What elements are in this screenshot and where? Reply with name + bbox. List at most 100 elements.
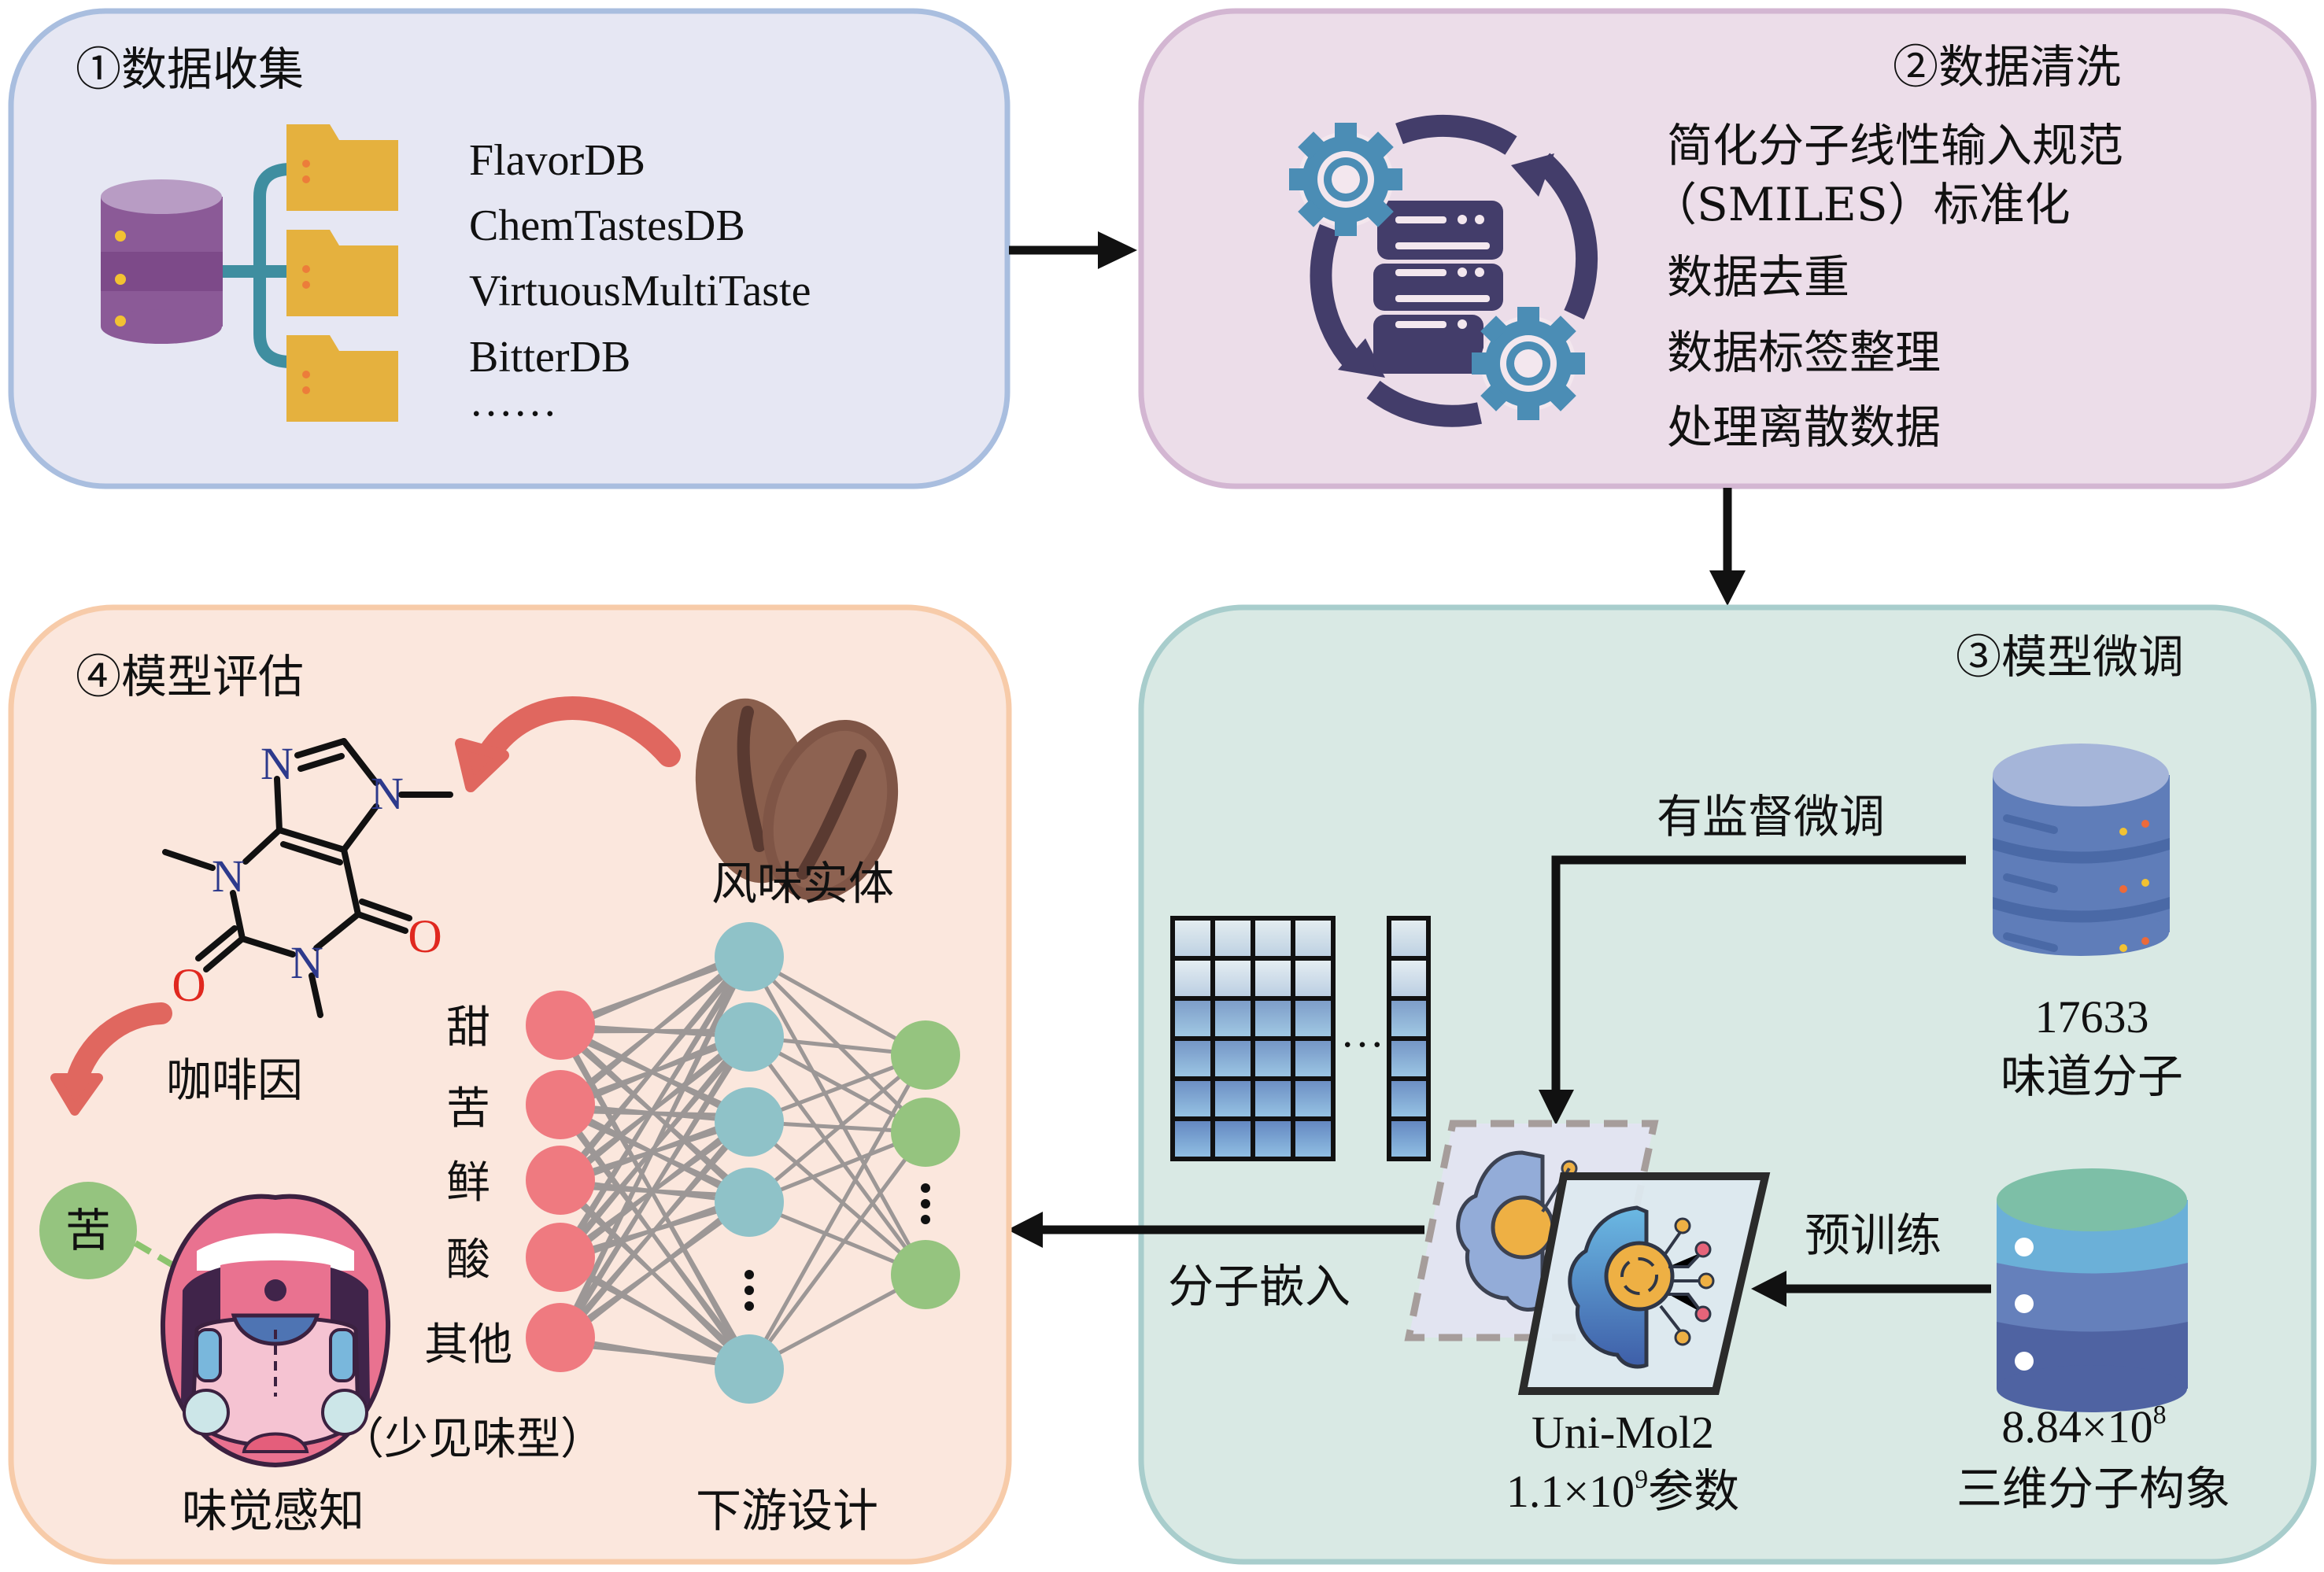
nn-edge: [559, 1114, 751, 1345]
cleaning-step-labels: 数据标签整理: [1667, 326, 1941, 379]
matrix-cell: [1170, 996, 1215, 1041]
red-arrow-icon: [50, 1002, 172, 1116]
conformer-count-exp: 8: [2153, 1400, 2167, 1430]
neural-network: [526, 922, 960, 1404]
gear-icon: [1289, 123, 1402, 236]
nn-hidden-node: [715, 1002, 784, 1072]
matrix-cell: [1251, 996, 1295, 1041]
matrix-cell: [1251, 1116, 1295, 1161]
perception-label: 味觉感知: [182, 1484, 364, 1537]
arrow-collect-to-clean: [1009, 231, 1137, 269]
atom-n2: N: [371, 768, 404, 819]
mouth-tongue-icon: [160, 1194, 391, 1468]
nn-edge: [559, 1109, 751, 1198]
matrix-cell: [1210, 916, 1255, 961]
vector-cell: [1387, 1116, 1431, 1161]
panel-evaluate-title: ④模型评估: [76, 650, 304, 703]
nn-edge: [559, 1194, 751, 1345]
matrix-cell: [1251, 1036, 1295, 1081]
arrow-supervised-finetune: [1539, 855, 1966, 1125]
matrix-cell: [1291, 1116, 1336, 1161]
atom-o1: O: [172, 959, 205, 1011]
matrix-cell: [1170, 916, 1215, 961]
nn-output-node: [891, 1098, 960, 1167]
panel-data-collection: ①数据收集 FlavorDB: [8, 8, 1011, 489]
vector-cell: [1387, 1036, 1431, 1081]
data-cleaning-icon: [1310, 114, 1598, 427]
matrix-cell: [1291, 956, 1336, 1001]
arrow-clean-to-finetune: [1709, 488, 1746, 606]
nn-ellipsis-dot: [921, 1183, 930, 1193]
panel-model-evaluate: ④模型评估 风味实体: [8, 604, 1012, 1565]
nn-edge: [747, 1054, 928, 1371]
matrix-cell: [1210, 1036, 1255, 1081]
db-chemtastesdb: ChemTastesDB: [469, 201, 745, 250]
folder-icon: [286, 335, 398, 422]
folder-icon: [286, 124, 398, 211]
matrix-cell: [1170, 956, 1215, 1001]
model-params: 1.1×109参数: [1506, 1464, 1739, 1518]
nn-edge: [559, 949, 751, 1188]
taste-molecule-database-icon: [1993, 744, 2170, 956]
atom-n3: N: [212, 851, 245, 902]
db-flavordb: FlavorDB: [469, 136, 645, 185]
nn-hidden-node: [715, 1334, 784, 1404]
atom-o2: O: [408, 910, 442, 962]
taste-class-labels: 甜 苦 鲜 酸 其他 （少见味型）: [340, 1002, 604, 1465]
taste-class-rare: （少见味型）: [340, 1414, 604, 1465]
unimol2-model-icon: [1404, 1120, 1771, 1395]
nn-edge: [747, 1035, 928, 1276]
panel-clean-title: ②数据清洗: [1893, 40, 2121, 94]
nn-input-node: [526, 1303, 595, 1372]
nn-edge: [559, 1029, 751, 1118]
pretrain-label: 预训练: [1805, 1209, 1942, 1262]
panel-collect-title: ①数据收集: [76, 42, 304, 96]
taste-class-sweet: 甜: [446, 1002, 490, 1054]
cleaning-step-discrete: 处理离散数据: [1667, 400, 1941, 454]
vector-cell: [1387, 996, 1431, 1041]
folder-icon: [286, 230, 398, 316]
perceived-taste-text: 苦: [65, 1204, 111, 1257]
cleaning-step-smiles-cont: （SMILES）标准化: [1651, 178, 2071, 231]
matrix-cell: [1291, 996, 1336, 1041]
nn-input-node: [526, 1146, 595, 1215]
taste-class-bitter: 苦: [446, 1083, 490, 1135]
conformer-database-icon: [1997, 1168, 2188, 1412]
matrix-cell: [1170, 1036, 1215, 1081]
nn-hidden-node: [715, 1168, 784, 1237]
nn-input-node: [526, 991, 595, 1060]
nn-output-node: [891, 1020, 960, 1090]
atom-n4: N: [290, 937, 323, 988]
conformer-count: 8.84×108: [2001, 1400, 2166, 1452]
matrix-cell: [1210, 1076, 1255, 1121]
embedding-matrix: [1170, 916, 1431, 1161]
panel-finetune-title: ③模型微调: [1956, 630, 2184, 684]
database-icon: [101, 179, 223, 344]
matrix-cell: [1291, 1036, 1336, 1081]
db-virtuousmultitaste: VirtuousMultiTaste: [469, 267, 811, 316]
nn-ellipsis-dot: [921, 1199, 930, 1209]
conformer-label: 三维分子构象: [1956, 1462, 2230, 1515]
model-name: Uni-Mol2: [1531, 1407, 1714, 1458]
vector-cell: [1387, 956, 1431, 1001]
nn-edge: [559, 1185, 751, 1364]
nn-edge: [559, 1109, 751, 1364]
cleaning-step-smiles: 简化分子线性输入规范: [1667, 119, 2123, 172]
database-list: FlavorDB ChemTastesDB VirtuousMultiTaste…: [469, 136, 811, 426]
cleaning-steps: 简化分子线性输入规范 （SMILES）标准化 数据去重 数据标签整理 处理离散数…: [1651, 119, 2123, 454]
taste-class-sour: 酸: [446, 1234, 490, 1286]
gear-icon: [1472, 307, 1585, 420]
matrix-cell: [1210, 956, 1255, 1001]
matrix-cell: [1291, 916, 1336, 961]
supervised-finetune-label: 有监督微调: [1657, 790, 1885, 843]
matrix-ellipsis: …: [1340, 1008, 1384, 1057]
embedding-label: 分子嵌入: [1168, 1260, 1350, 1313]
panel-data-cleaning: ②数据清洗: [1138, 8, 2317, 489]
nn-output-node: [891, 1240, 960, 1309]
nn-edge: [748, 1054, 927, 1204]
flavor-entity-label: 风味实体: [711, 857, 894, 910]
db-bitterdb: BitterDB: [469, 333, 630, 382]
matrix-cell: [1210, 1116, 1255, 1161]
nn-edge: [747, 955, 928, 1276]
matrix-cell: [1251, 1076, 1295, 1121]
